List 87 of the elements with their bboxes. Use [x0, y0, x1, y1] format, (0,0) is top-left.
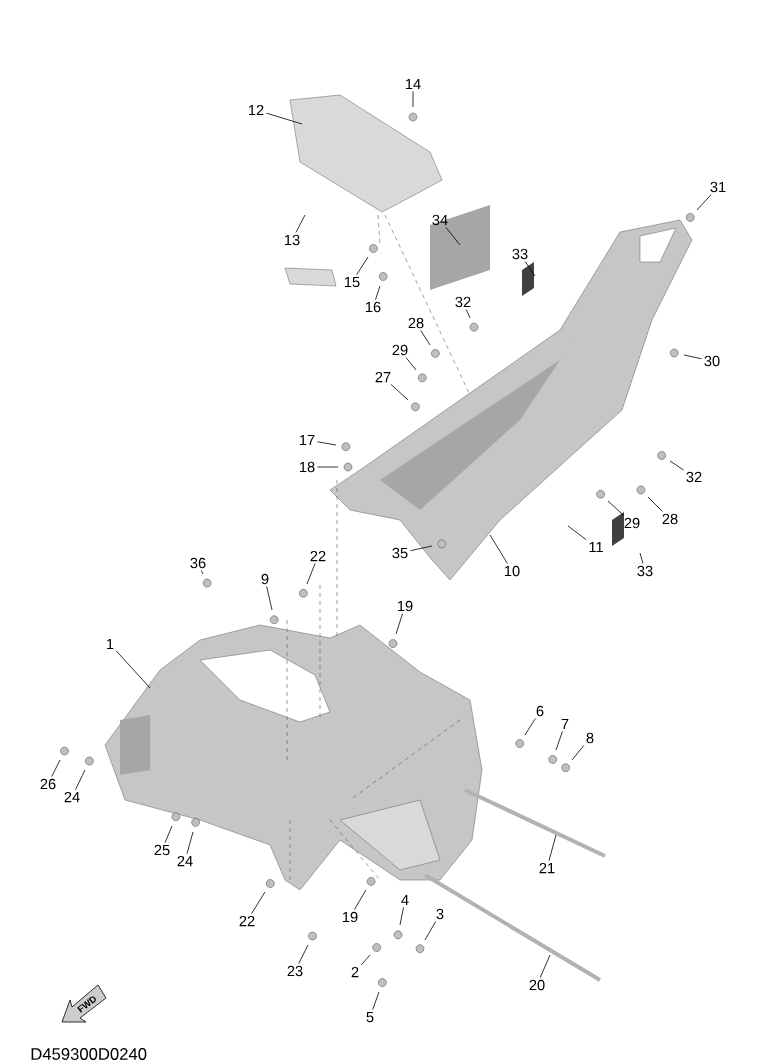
callout-number: 34: [432, 214, 448, 226]
callout-number: 18: [299, 461, 315, 473]
leader-line: [607, 500, 625, 516]
callout-number: 28: [662, 513, 678, 525]
leader-line: [375, 285, 381, 300]
callout-number: 36: [190, 557, 206, 569]
callout-number: 21: [539, 862, 555, 874]
callout-number: 24: [177, 855, 193, 867]
callout-number: 31: [710, 181, 726, 193]
drawing-code: D459300D0240: [31, 1048, 147, 1060]
leader-line: [405, 357, 417, 371]
callout-number: 30: [704, 355, 720, 367]
leader-line: [164, 825, 173, 843]
leader-line: [390, 384, 409, 401]
callout-number: 3: [436, 908, 444, 920]
callout-number: 13: [284, 234, 300, 246]
callout-number: 25: [154, 844, 170, 856]
callout-number: 16: [365, 301, 381, 313]
callout-number: 8: [586, 732, 594, 744]
callout-number: 15: [344, 276, 360, 288]
leader-line: [548, 834, 557, 861]
leader-line: [75, 769, 86, 790]
callout-number: 19: [342, 911, 358, 923]
leader-line: [395, 613, 403, 635]
callout-number: 29: [624, 517, 640, 529]
leader-line: [696, 194, 712, 211]
callout-number: 11: [589, 541, 603, 553]
callout-number: 1: [107, 638, 114, 650]
leader-line: [399, 906, 404, 926]
callout-number: 33: [637, 565, 653, 577]
leader-line: [354, 889, 367, 910]
leader-line: [306, 563, 316, 585]
leader-line: [567, 525, 587, 541]
callout-number: 5: [366, 1011, 374, 1023]
leader-line: [555, 730, 563, 751]
callout-number: 6: [536, 705, 544, 717]
leader-line: [524, 261, 536, 277]
leader-line: [317, 466, 339, 468]
callout-number: 17: [299, 434, 315, 446]
callout-number: 24: [64, 791, 80, 803]
leader-line: [539, 954, 551, 978]
callout-number: 7: [561, 718, 569, 730]
leader-line: [410, 545, 433, 552]
callout-number: 2: [351, 966, 359, 978]
leader-line: [186, 831, 194, 854]
callout-number: 28: [408, 317, 424, 329]
callout-number: 9: [261, 573, 269, 585]
callout-number: 35: [392, 547, 408, 559]
leader-line: [51, 759, 61, 777]
callout-number: 32: [455, 296, 471, 308]
leader-line: [465, 309, 471, 319]
leader-line: [295, 214, 306, 233]
leader-line: [372, 991, 380, 1011]
callout-number: 22: [310, 550, 326, 562]
callout-number: 10: [504, 565, 520, 577]
leader-line: [317, 441, 337, 446]
callout-number: 27: [375, 371, 391, 383]
leader-line: [424, 921, 437, 941]
callout-number: 4: [401, 895, 409, 906]
leader-line: [356, 256, 369, 275]
callout-number: 33: [512, 248, 528, 260]
callout-number: 20: [529, 979, 545, 991]
leader-line: [639, 552, 644, 564]
leader-line: [298, 944, 309, 964]
leader-line: [115, 650, 151, 689]
leader-line: [571, 745, 585, 761]
callout-number: 12: [248, 104, 264, 116]
callout-number: 19: [397, 600, 413, 612]
leader-line: [420, 330, 431, 346]
callout-number: 32: [686, 471, 702, 483]
leader-line: [524, 718, 536, 736]
callout-number: 14: [405, 78, 421, 90]
leader-line: [251, 891, 266, 914]
leader-line: [669, 460, 684, 471]
callout-number: 23: [287, 965, 303, 977]
leader-line: [412, 90, 414, 108]
leader-line: [266, 112, 303, 125]
leader-line: [266, 586, 273, 611]
leader-line: [360, 954, 371, 966]
leader-line: [445, 227, 461, 246]
callout-number: 22: [239, 915, 255, 927]
leader-line: [647, 496, 663, 512]
leader-line: [201, 570, 204, 575]
callout-number: 29: [392, 344, 408, 356]
leader-line: [489, 534, 508, 564]
callout-number: 26: [40, 778, 56, 790]
leader-line: [683, 354, 702, 360]
